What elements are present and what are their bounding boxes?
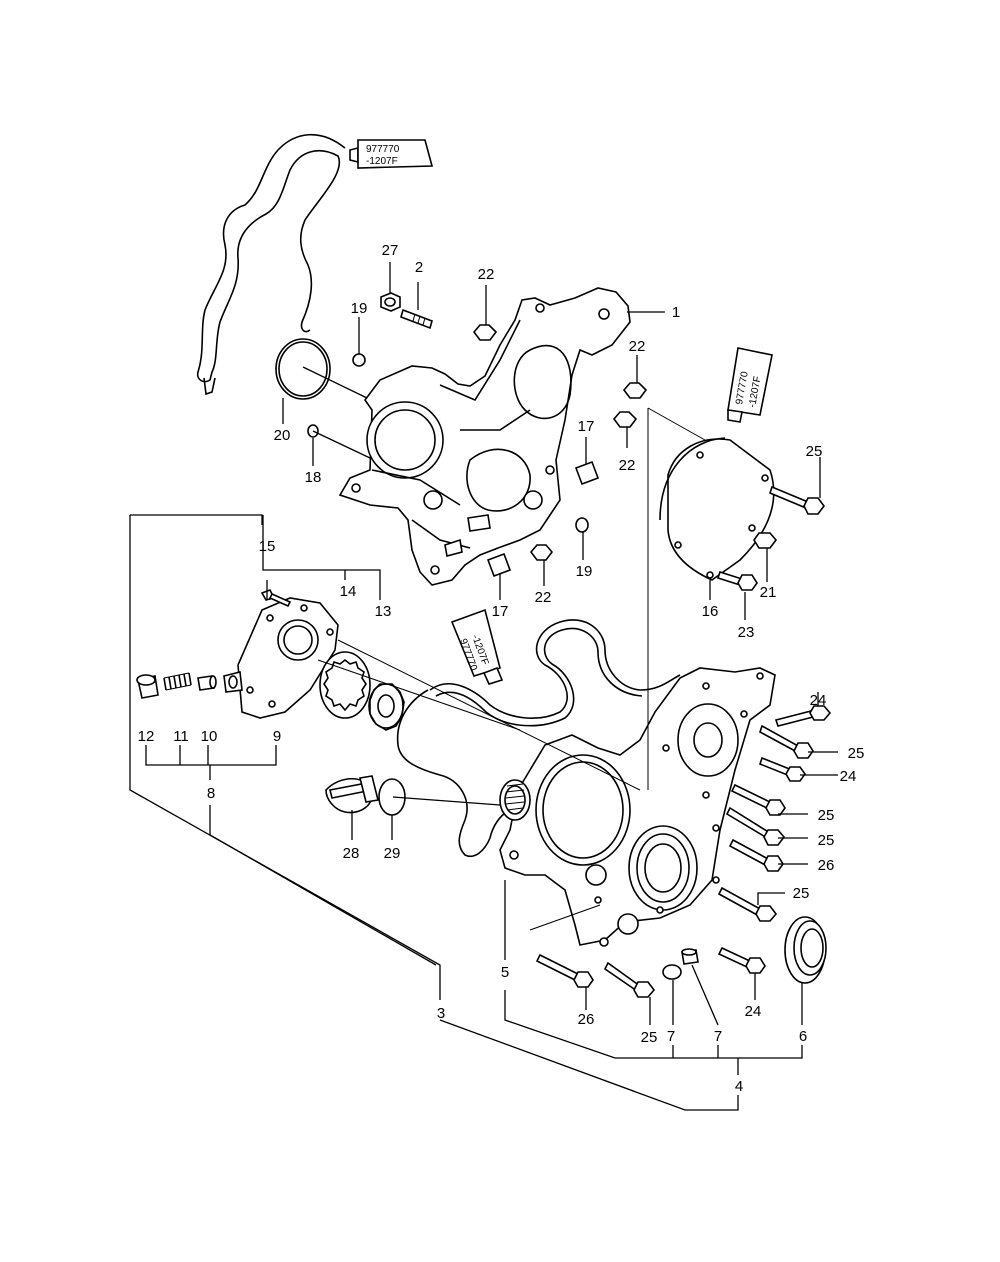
o-ring-20: [275, 338, 331, 400]
oil-pump-cover-9: [223, 597, 339, 719]
callout-7a: 7: [667, 1028, 675, 1045]
callout-24b: 24: [840, 768, 857, 785]
callout-8: 8: [207, 785, 215, 802]
callout-23: 23: [738, 624, 755, 641]
bolt-25-a: [759, 724, 814, 759]
callout-25f: 25: [641, 1029, 658, 1046]
gear-case-1: [338, 287, 631, 586]
callout-24c: 24: [745, 1003, 762, 1020]
callout-12: 12: [138, 728, 155, 745]
callout-11: 11: [173, 728, 189, 745]
bolt-25-e: [603, 961, 656, 998]
outer-rotor-14: [319, 651, 371, 719]
bolt-24-c: [717, 946, 766, 974]
callout-26a: 26: [818, 857, 835, 874]
spring-11: [163, 672, 192, 691]
oil-filler-cap-28: [325, 775, 379, 814]
callout-18: 18: [305, 469, 322, 486]
callout-25b: 25: [848, 745, 865, 762]
bolt-24-b: [759, 756, 806, 782]
callout-10: 10: [201, 728, 218, 745]
sealant-tube-right: 977770 -1207F: [727, 347, 773, 423]
callout-2: 2: [415, 259, 423, 276]
callout-22a: 22: [478, 266, 495, 283]
callout-29: 29: [384, 845, 401, 862]
svg-text:977770: 977770: [366, 144, 400, 155]
bolt-22-c: [612, 411, 638, 428]
o-ring-19-upper: [352, 353, 366, 367]
callout-9: 9: [273, 728, 281, 745]
sealant-tube-top: 977770 -1207F: [349, 139, 434, 169]
bolt-25-c: [725, 806, 786, 846]
callout-17a: 17: [578, 418, 595, 435]
callout-1: 1: [672, 304, 680, 321]
bolt-22-b: [622, 382, 648, 399]
callout-27: 27: [382, 242, 399, 259]
inner-rotor-13: [368, 683, 405, 731]
callout-6: 6: [799, 1028, 807, 1045]
gear-case-gasket-lower: [396, 619, 681, 857]
callout-5: 5: [501, 964, 509, 981]
callout-19b: 19: [576, 563, 593, 580]
stud-2: [400, 308, 433, 330]
callout-26b: 26: [578, 1011, 595, 1028]
callout-13: 13: [375, 603, 392, 620]
callout-28: 28: [343, 845, 360, 862]
callout-24a: 24: [810, 692, 827, 709]
nut-27: [380, 292, 401, 312]
bolt-22-a: [472, 324, 498, 341]
svg-text:-1207F: -1207F: [366, 156, 398, 167]
callout-25d: 25: [818, 832, 835, 849]
gear-case-5: [499, 667, 776, 947]
leader-lines: [129, 262, 838, 1111]
callout-25e: 25: [793, 885, 810, 902]
callout-25c: 25: [818, 807, 835, 824]
bolt-25-d: [717, 886, 778, 922]
callouts: 1 2 3 4 5 6 7 7 8 9 10 11 12 13 14 15 16…: [138, 242, 865, 1095]
cover-plate-16: [659, 437, 775, 581]
plug-12: [136, 674, 159, 699]
callout-21: 21: [760, 584, 777, 601]
callout-25a: 25: [806, 443, 823, 460]
callout-3: 3: [437, 1005, 445, 1022]
bolt-24-a: [774, 705, 832, 727]
bolt-25-cover: [769, 485, 825, 515]
callout-16: 16: [702, 603, 719, 620]
callout-22d: 22: [535, 589, 552, 606]
o-ring-19-lower: [575, 517, 589, 533]
dowel-17-a: [574, 460, 600, 486]
valve-10: [197, 675, 217, 691]
callout-7b: 7: [714, 1028, 722, 1045]
callout-22b: 22: [629, 338, 646, 355]
bolt-23: [716, 570, 758, 591]
bolt-26-a: [728, 838, 784, 872]
oil-seal-6: [784, 916, 827, 984]
plug-7-a: [662, 964, 682, 980]
dowel-17-b: [486, 552, 512, 578]
bolt-26-b: [535, 953, 594, 988]
svg-text:-1207F: -1207F: [747, 375, 763, 408]
bolt-22-d: [529, 544, 554, 561]
bolt-21: [753, 532, 778, 549]
plug-7-b: [681, 948, 699, 965]
callout-22c: 22: [619, 457, 636, 474]
timing-cover-gasket-upper: [196, 133, 346, 383]
bolt-25-b: [730, 783, 786, 816]
callout-4: 4: [735, 1078, 743, 1095]
callout-17b: 17: [492, 603, 509, 620]
callout-19a: 19: [351, 300, 368, 317]
callout-14: 14: [340, 583, 357, 600]
o-ring-18: [307, 424, 319, 438]
callout-20: 20: [274, 427, 291, 444]
callout-15: 15: [259, 538, 276, 555]
sealant-tube-middle: 977770 -1207F: [450, 608, 504, 685]
